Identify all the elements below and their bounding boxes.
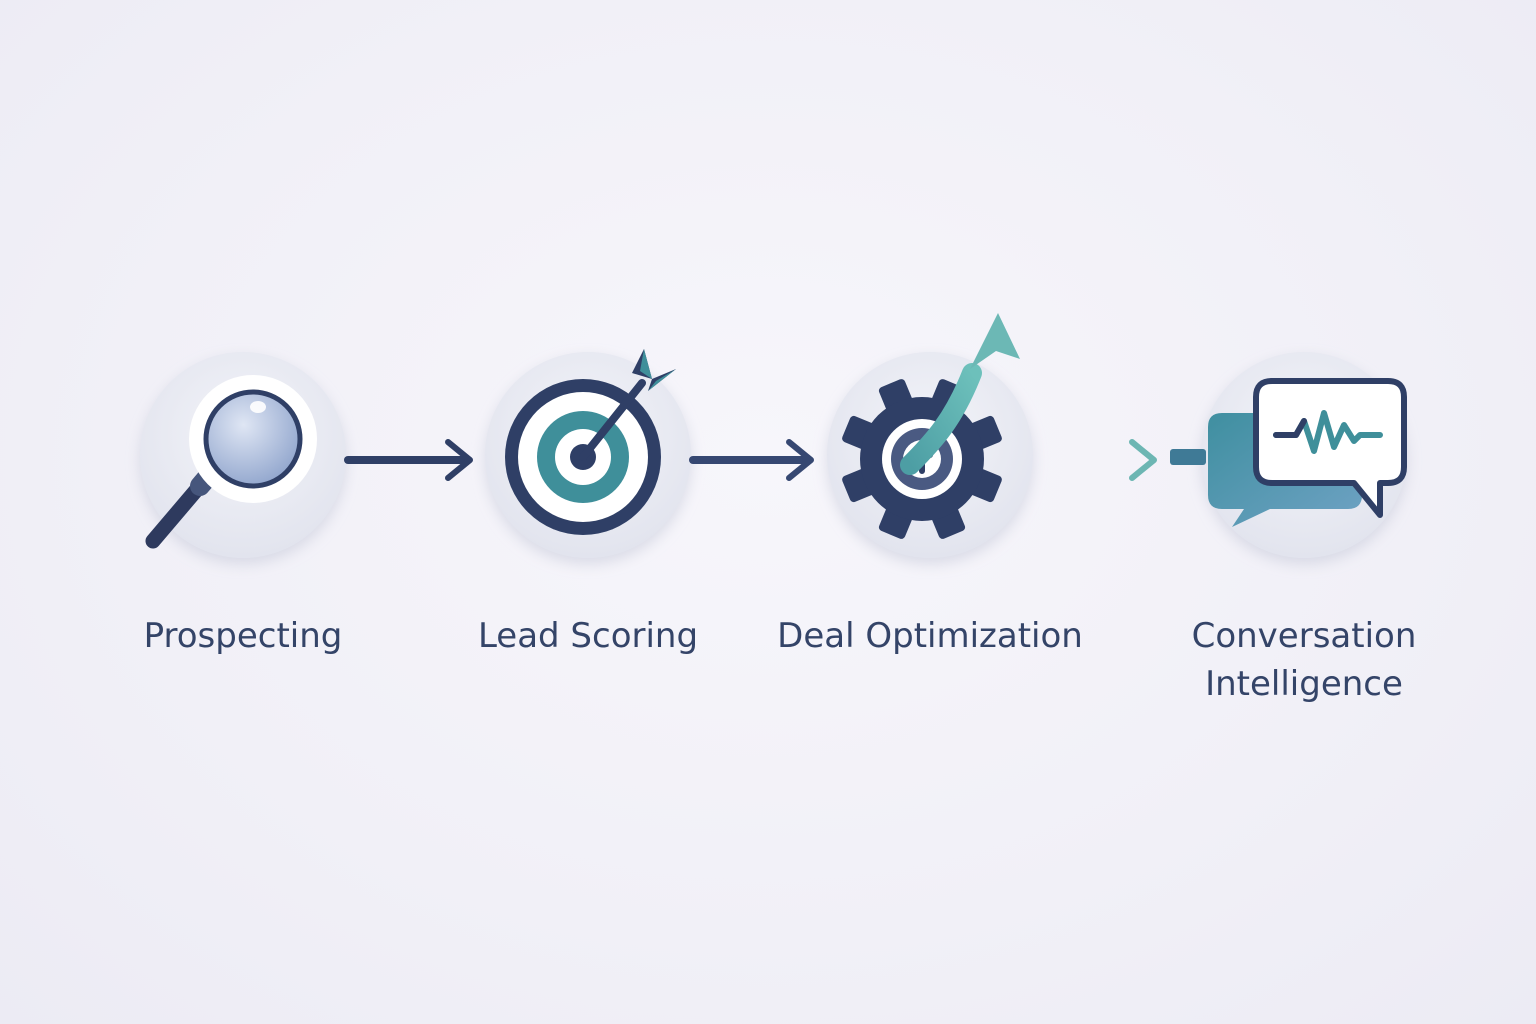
step-lead-scoring: Lead Scoring (418, 0, 758, 1024)
step-label: Lead Scoring (418, 612, 758, 660)
step-label-line: Deal Optimization (777, 616, 1083, 656)
chat-bubble-waveform-icon (1170, 352, 1410, 567)
step-label-line: Prospecting (143, 616, 343, 656)
step-deal-optimization: Deal Optimization (760, 0, 1100, 1024)
step-label: Conversation Intelligence (1134, 612, 1474, 708)
step-label-line: Intelligence (1205, 664, 1403, 704)
connector-arrow (1032, 439, 1157, 481)
connector-arrow (344, 439, 473, 481)
step-prospecting: Prospecting (73, 0, 413, 1024)
step-label: Deal Optimization (760, 612, 1100, 660)
step-label-line: Lead Scoring (477, 616, 699, 656)
step-conversation-intelligence: Conversation Intelligence (1134, 0, 1474, 1024)
gear-growth-arrow-icon (824, 313, 1036, 567)
magnifying-glass-icon (137, 352, 349, 567)
target-dart-icon (482, 349, 694, 567)
step-label-line: Conversation (1191, 616, 1417, 656)
step-label: Prospecting (73, 612, 413, 660)
connector-arrow (689, 439, 814, 481)
